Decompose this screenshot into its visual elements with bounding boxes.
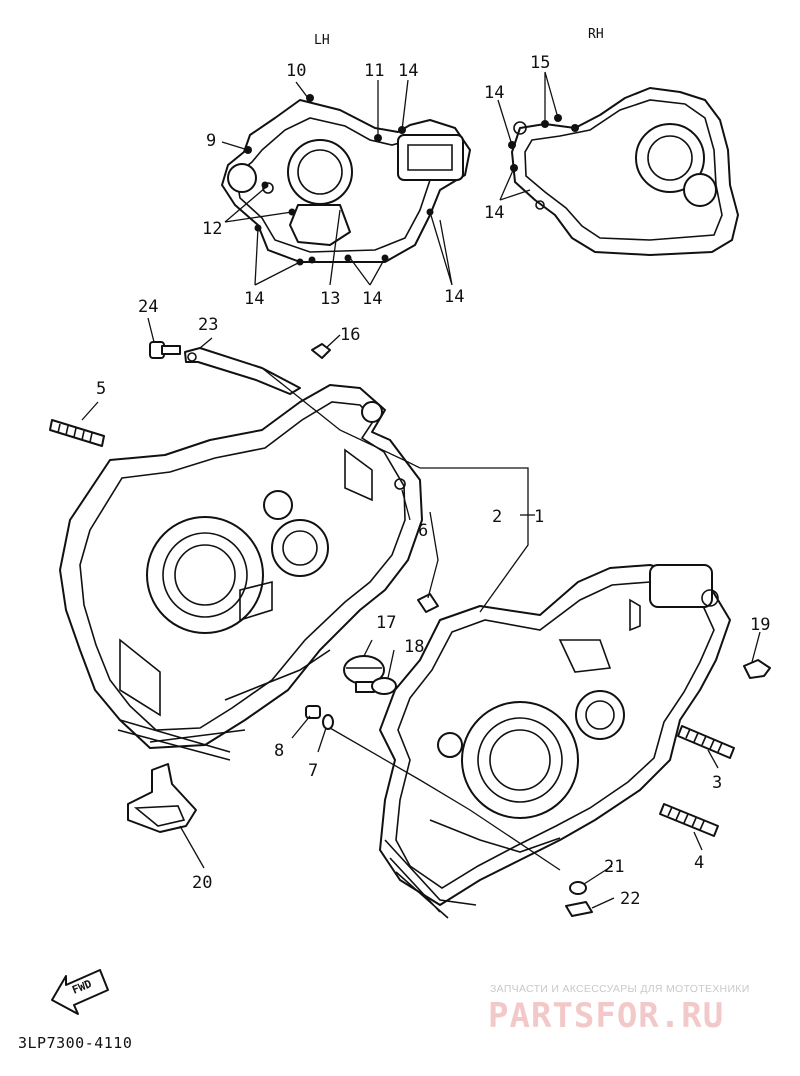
callout-15: 15 — [530, 53, 550, 73]
washer-22 — [565, 901, 593, 917]
crankcase-left-half — [59, 384, 423, 761]
callout-14: 14 — [484, 83, 504, 103]
callout-17: 17 — [376, 613, 396, 633]
callout-12: 12 — [202, 219, 222, 239]
watermark-tagline: ЗАПЧАСТИ И АКСЕССУАРЫ ДЛЯ МОТОТЕХНИКИ — [490, 983, 750, 995]
callout-19: 19 — [750, 615, 770, 635]
plug-21 — [569, 881, 587, 895]
callout-5: 5 — [96, 379, 106, 399]
stud-bolt-3 — [677, 725, 735, 759]
rh-label: RH — [588, 27, 604, 42]
oil-strainer-20 — [127, 763, 197, 833]
callout-14: 14 — [484, 203, 504, 223]
washer-16 — [311, 343, 331, 359]
callout-2: 2 — [492, 507, 502, 527]
crankcase-right-half — [379, 564, 731, 919]
gasket-rh — [508, 87, 739, 256]
callout-16: 16 — [340, 325, 360, 345]
o-ring-18 — [371, 677, 397, 695]
callout-7: 7 — [308, 761, 318, 781]
callout-3: 3 — [712, 773, 722, 793]
callout-9: 9 — [206, 131, 216, 151]
callout-18: 18 — [404, 637, 424, 657]
lh-label: LH — [314, 33, 330, 48]
callout-21: 21 — [604, 857, 624, 877]
callout-6: 6 — [418, 521, 428, 541]
callout-4: 4 — [694, 853, 704, 873]
fwd-arrow-icon: FWD — [51, 969, 109, 1015]
dowel-pin-2 — [417, 593, 439, 613]
oil-pipe-23 — [184, 347, 301, 395]
diagram-code: 3LP7300-4110 — [18, 1034, 133, 1052]
collar-8 — [305, 705, 321, 719]
callout-14: 14 — [398, 61, 418, 81]
clip-19 — [743, 659, 771, 679]
callout-24: 24 — [138, 297, 158, 317]
gasket-lh — [221, 94, 471, 266]
callout-13: 13 — [320, 289, 340, 309]
o-ring-7 — [322, 714, 334, 730]
callout-20: 20 — [192, 873, 212, 893]
callout-8: 8 — [274, 741, 284, 761]
callout-11: 11 — [364, 61, 384, 81]
stud-bolt-4 — [659, 803, 719, 837]
callout-14: 14 — [362, 289, 382, 309]
callout-23: 23 — [198, 315, 218, 335]
callout-numbers: 10 11 14 9 12 14 13 14 14 15 14 14 24 23… — [96, 53, 770, 909]
watermark-brand: PARTSFOR.RU — [488, 996, 725, 1036]
stud-bolt-5 — [49, 419, 105, 447]
bolt-24 — [149, 341, 181, 359]
callout-1: 1 — [534, 507, 544, 527]
leader-lines — [81, 71, 761, 909]
callout-22: 22 — [620, 889, 640, 909]
callout-14: 14 — [244, 289, 264, 309]
callout-10: 10 — [286, 61, 306, 81]
callout-14: 14 — [444, 287, 464, 307]
